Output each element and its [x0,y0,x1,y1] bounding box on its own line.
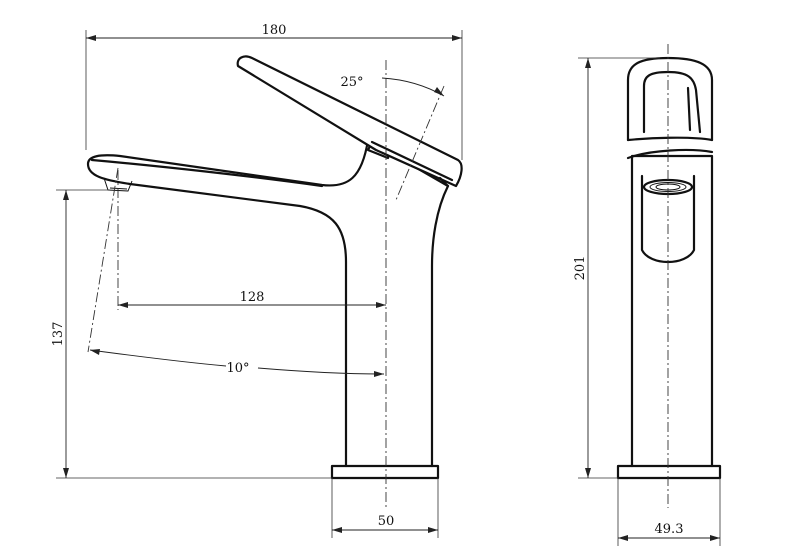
dim-arc-spout-angle-right [257,367,385,375]
dim-total-width-label: 180 [262,23,287,38]
front-view-lever-slot [642,70,702,134]
dim-total-height-label: 201 [573,256,588,281]
side-view-body-outline [86,138,450,468]
dim-arc-spout-angle-left [89,349,227,367]
side-view [86,55,463,508]
front-view [616,44,722,508]
front-view-dimensions: 201 49.3 [573,57,721,546]
side-view-spout-top-edge [90,158,324,188]
dim-base-width-front-label: 49.3 [655,522,684,537]
side-view-lever-handle [236,55,463,188]
dim-arc-lever-angle [381,77,445,97]
dim-spout-reach-label: 128 [240,290,265,305]
front-view-seam-bottom [626,148,714,160]
spout-tilt-centerline [87,167,119,353]
front-view-body [630,154,714,468]
side-view-dimensions: 180 25° 128 137 10° 50 [51,23,463,538]
dim-spout-height-label: 137 [51,322,66,347]
side-view-base-plate [330,464,440,480]
front-view-base-plate [616,464,722,480]
dim-spout-angle-label: 10° [226,361,249,376]
dim-lever-angle-label: 25° [340,75,363,90]
dim-base-width-side-label: 50 [378,514,395,529]
lever-tilt-centerline [395,85,445,201]
front-view-seam-top [626,136,714,142]
